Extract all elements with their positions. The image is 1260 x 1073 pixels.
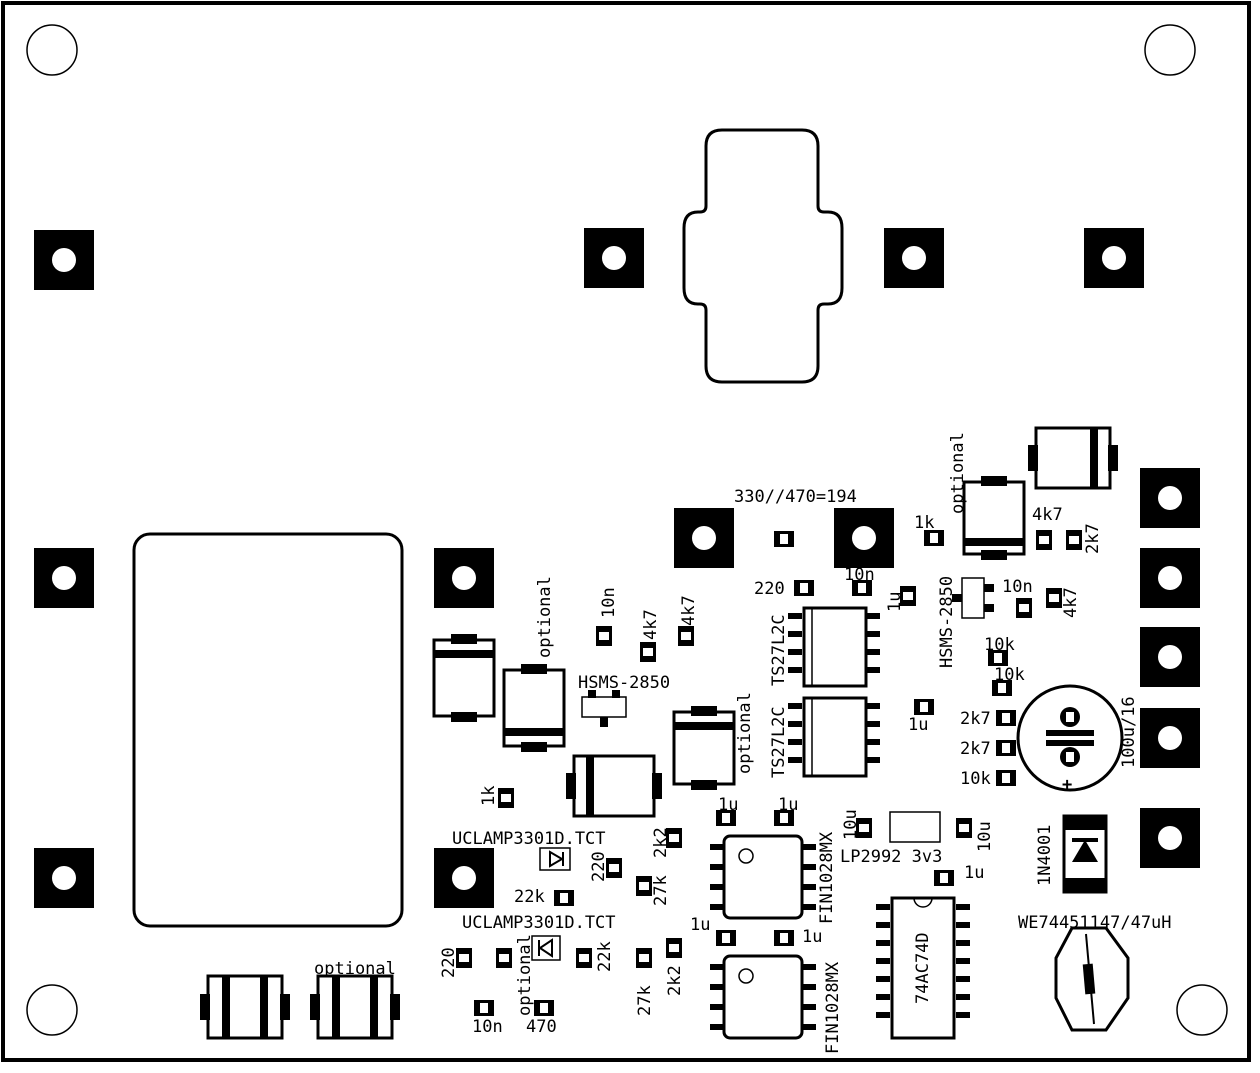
sot23-b xyxy=(952,577,994,619)
label-1u-4: 1u xyxy=(778,795,798,815)
label-1u-2: 1u xyxy=(908,715,928,735)
label-flipflop: 74AC74D xyxy=(913,932,933,1004)
uclamp-b xyxy=(531,935,561,961)
label-27k-2: 27k xyxy=(635,985,655,1016)
label-2k7-2: 2k7 xyxy=(960,709,991,729)
label-uclamp-b: UCLAMP3301D.TCT xyxy=(462,913,616,933)
label-10u-2: 10u xyxy=(975,821,995,852)
cap-electrolytic: + xyxy=(1016,684,1124,795)
label-220-2: 220 xyxy=(589,851,609,882)
label-cap-big: 100u/16 xyxy=(1119,696,1139,768)
label-4k7-3: 4k7 xyxy=(1032,505,1063,525)
ic-lp2992 xyxy=(889,811,941,843)
silkscreen-labels: 330//470=194 optional 4k7 2k7 1k 220 10n… xyxy=(314,432,1172,1054)
label-22k-1: 22k xyxy=(514,887,545,907)
label-10u-1: 10u xyxy=(841,809,861,840)
label-optional-5: optional xyxy=(314,959,396,979)
label-22k-2: 22k xyxy=(595,941,615,972)
label-lp: LP2992 3v3 xyxy=(840,847,942,867)
label-10n-4: 10n xyxy=(472,1017,503,1037)
label-1u-1: 1u xyxy=(885,592,905,612)
label-optional-3: optional xyxy=(735,692,755,774)
label-10k-2: 10k xyxy=(994,665,1025,685)
inductor-we74451147 xyxy=(1054,926,1130,1032)
ic-ts27l2c-b xyxy=(788,696,880,778)
label-4k7-1: 4k7 xyxy=(641,609,661,640)
label-1u-6: 1u xyxy=(690,915,710,935)
label-divider: 330//470=194 xyxy=(734,487,857,507)
smd-diodes xyxy=(200,426,1118,1040)
label-1k-2: 1k xyxy=(914,513,934,533)
label-220-1: 220 xyxy=(754,579,785,599)
label-4k7-4: 4k7 xyxy=(1061,587,1081,618)
label-220-3: 220 xyxy=(439,947,459,978)
ic-fin1028mx-a xyxy=(710,834,816,920)
cross-component-outline xyxy=(682,128,844,384)
uclamp-a xyxy=(539,847,571,871)
label-27k-1: 27k xyxy=(651,875,671,906)
label-10n-2: 10n xyxy=(844,565,875,585)
label-inductor: WE74451147/47uH xyxy=(1018,913,1172,933)
ic-ts27l2c-a xyxy=(788,606,880,688)
label-10k-3: 10k xyxy=(960,769,991,789)
label-4k7-2: 4k7 xyxy=(679,595,699,626)
label-1u-3: 1u xyxy=(718,795,738,815)
diode-1n4001 xyxy=(1062,814,1108,894)
label-optional-4: optional xyxy=(515,934,535,1016)
sot23-a xyxy=(581,690,627,727)
label-hsms-b: HSMS-2850 xyxy=(937,576,957,668)
svg-text:+: + xyxy=(1062,775,1072,795)
label-optional-1: optional xyxy=(948,432,968,514)
label-1k-1: 1k xyxy=(479,786,499,806)
label-fin-b: FIN1028MX xyxy=(823,961,843,1054)
label-1u-5: 1u xyxy=(964,863,984,883)
label-ts-a: TS27L2C xyxy=(769,614,789,686)
label-10k-1: 10k xyxy=(984,635,1015,655)
label-hsms-a: HSMS-2850 xyxy=(578,673,670,693)
label-470: 470 xyxy=(526,1017,557,1037)
ic-74ac74d xyxy=(876,896,970,1040)
label-2k7-3: 2k7 xyxy=(960,739,991,759)
label-10n-1: 10n xyxy=(599,587,619,618)
label-ts-b: TS27L2C xyxy=(769,706,789,778)
module-outline xyxy=(132,532,404,928)
label-1u-7: 1u xyxy=(802,927,822,947)
label-fin-a: FIN1028MX xyxy=(817,831,837,924)
label-uclamp-a: UCLAMP3301D.TCT xyxy=(452,829,606,849)
label-diode: 1N4001 xyxy=(1035,825,1055,886)
ic-fin1028mx-b xyxy=(710,954,816,1040)
label-optional-2: optional xyxy=(535,576,555,658)
label-2k2-2: 2k2 xyxy=(665,965,685,996)
label-10n-3: 10n xyxy=(1002,577,1033,597)
mounting-holes xyxy=(26,24,1228,1036)
label-2k7-1: 2k7 xyxy=(1083,523,1103,554)
label-2k2-1: 2k2 xyxy=(651,827,671,858)
